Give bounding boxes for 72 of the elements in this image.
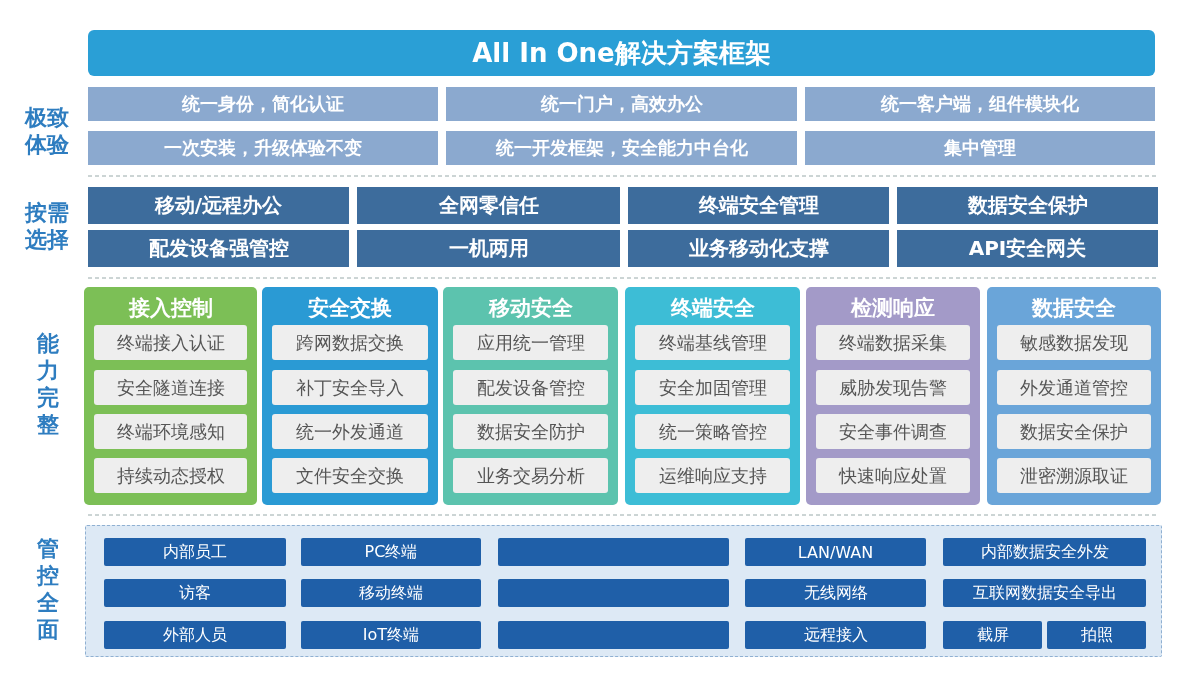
capability-item: 数据安全保护 xyxy=(997,414,1151,449)
panel-heading: 安全交换 xyxy=(308,295,392,322)
panel-heading: 终端安全 xyxy=(670,295,755,322)
option-bar: API安全网关 xyxy=(897,230,1158,267)
scope-panel xyxy=(85,525,1162,657)
section-label: 能力完整 xyxy=(36,330,60,438)
capability-item: 终端数据采集 xyxy=(816,325,970,360)
scope-cell: 拍照 xyxy=(1047,621,1146,649)
feature-bar: 统一客户端，组件模块化 xyxy=(805,87,1155,121)
panel-heading: 接入控制 xyxy=(128,295,213,322)
capability-panel xyxy=(443,287,618,505)
scope-cell: 外部人员 xyxy=(104,621,286,649)
scope-cell: PC终端 xyxy=(301,538,481,566)
scope-cell xyxy=(498,579,729,607)
capability-item: 快速响应处置 xyxy=(816,458,970,493)
feature-bar: 集中管理 xyxy=(805,131,1155,165)
option-bar: 数据安全保护 xyxy=(897,187,1158,224)
option-bar: 配发设备强管控 xyxy=(88,230,349,267)
capability-item: 泄密溯源取证 xyxy=(997,458,1151,493)
capability-item: 运维响应支持 xyxy=(635,458,790,493)
section-label: 极致体验 xyxy=(23,104,70,158)
capability-item: 威胁发现告警 xyxy=(816,370,970,405)
capability-item: 数据安全防护 xyxy=(453,414,608,449)
capability-item: 外发通道管控 xyxy=(997,370,1151,405)
capability-item: 安全隧道连接 xyxy=(94,370,247,405)
scope-cell: 内部数据安全外发 xyxy=(943,538,1146,566)
feature-bar: 统一门户，高效办公 xyxy=(446,87,797,121)
scope-cell: LAN/WAN xyxy=(745,538,926,566)
scope-cell: IoT终端 xyxy=(301,621,481,649)
option-bar: 业务移动化支撑 xyxy=(628,230,889,267)
scope-cell: 互联网数据安全导出 xyxy=(943,579,1146,607)
option-bar: 移动/远程办公 xyxy=(88,187,349,224)
scope-cell: 移动终端 xyxy=(301,579,481,607)
capability-panel xyxy=(84,287,257,505)
option-bar: 一机两用 xyxy=(357,230,620,267)
capability-item: 业务交易分析 xyxy=(453,458,608,493)
capability-item: 安全事件调查 xyxy=(816,414,970,449)
capability-item: 跨网数据交换 xyxy=(272,325,428,360)
section-label: 按需选择 xyxy=(23,199,70,253)
panel-heading: 移动安全 xyxy=(488,295,573,322)
panel-heading: 检测响应 xyxy=(851,295,935,322)
capability-item: 敏感数据发现 xyxy=(997,325,1151,360)
option-bar: 终端安全管理 xyxy=(628,187,889,224)
capability-panel xyxy=(987,287,1161,505)
scope-cell: 访客 xyxy=(104,579,286,607)
scope-cell: 远程接入 xyxy=(745,621,926,649)
feature-bar: 一次安装，升级体验不变 xyxy=(88,131,438,165)
feature-bar: 统一身份，简化认证 xyxy=(88,87,438,121)
capability-item: 文件安全交换 xyxy=(272,458,428,493)
capability-item: 终端基线管理 xyxy=(635,325,790,360)
option-bar: 全网零信任 xyxy=(357,187,620,224)
scope-cell: 无线网络 xyxy=(745,579,926,607)
capability-item: 补丁安全导入 xyxy=(272,370,428,405)
capability-panel xyxy=(625,287,800,505)
capability-item: 终端环境感知 xyxy=(94,414,247,449)
capability-item: 安全加固管理 xyxy=(635,370,790,405)
capability-panel xyxy=(262,287,438,505)
scope-cell: 截屏 xyxy=(943,621,1042,649)
section-label: 管控全面 xyxy=(36,535,60,643)
title-banner: All In One解决方案框架 xyxy=(88,30,1155,76)
capability-item: 统一策略管控 xyxy=(635,414,790,449)
capability-item: 应用统一管理 xyxy=(453,325,608,360)
scope-cell: 内部员工 xyxy=(104,538,286,566)
scope-cell xyxy=(498,538,729,566)
capability-item: 终端接入认证 xyxy=(94,325,247,360)
panel-heading: 数据安全 xyxy=(1032,295,1116,322)
feature-bar: 统一开发框架，安全能力中台化 xyxy=(446,131,797,165)
capability-item: 配发设备管控 xyxy=(453,370,608,405)
capability-item: 持续动态授权 xyxy=(94,458,247,493)
scope-cell xyxy=(498,621,729,649)
capability-item: 统一外发通道 xyxy=(272,414,428,449)
capability-panel xyxy=(806,287,980,505)
